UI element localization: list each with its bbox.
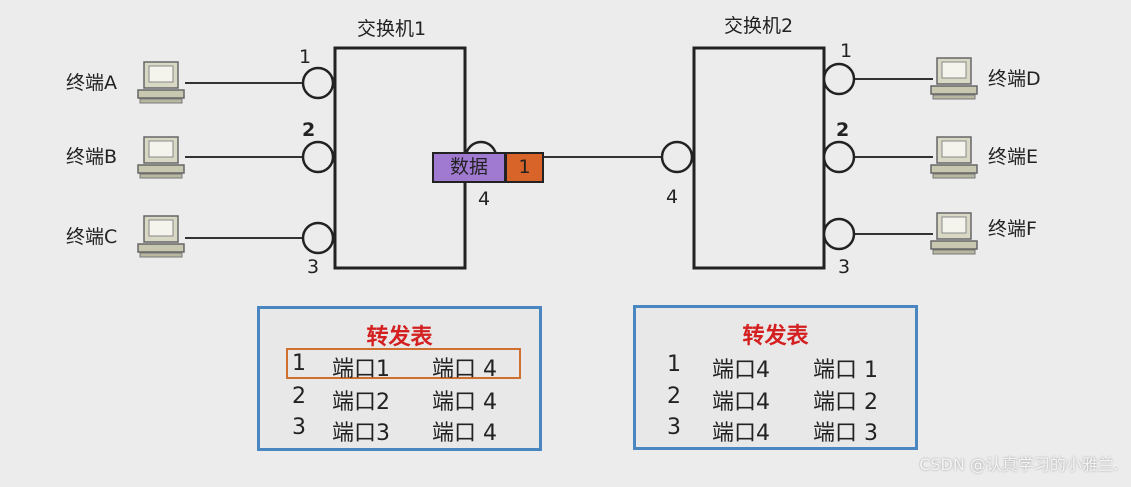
table-cell: 端口2	[332, 390, 390, 415]
switch-1-port-3	[301, 221, 335, 255]
forwarding-table-2: 转发表 1 端口4 端口 1 2 端口4 端口 2 3 端口4 端口 3	[633, 305, 918, 450]
switch-2-port-2	[822, 140, 856, 174]
computer-icon-c	[137, 215, 185, 258]
switch-1-port-2-label: 2	[302, 119, 316, 141]
table-cell: 端口 4	[432, 357, 497, 382]
switch-1-port-3-label: 3	[307, 256, 320, 278]
switch-2-port-4-label: 4	[666, 186, 679, 208]
table-cell: 端口1	[332, 357, 390, 382]
switch-1-port-1	[301, 66, 335, 100]
table-cell: 端口4	[712, 390, 770, 415]
table-cell: 端口 4	[432, 421, 497, 446]
forwarding-table-1-highlight	[286, 348, 521, 379]
terminal-d-label: 终端D	[988, 68, 1041, 90]
forwarding-table-2-title: 转发表	[742, 324, 809, 349]
terminal-f-label: 终端F	[988, 218, 1037, 240]
table-cell: 1	[292, 351, 306, 376]
table-cell: 端口4	[712, 358, 770, 383]
switch-2-title: 交换机2	[724, 15, 794, 37]
terminal-b-label: 终端B	[66, 146, 118, 168]
table-cell: 1	[667, 352, 681, 377]
table-cell: 端口 1	[813, 358, 878, 383]
table-cell: 端口 2	[813, 390, 878, 415]
switch-2-box	[692, 46, 826, 270]
forwarding-table-1-title: 转发表	[366, 325, 433, 350]
computer-icon-e	[930, 136, 978, 179]
switch-2-port-3	[822, 217, 856, 251]
forwarding-table-1: 转发表 1 端口1 端口 4 2 端口2 端口 4 3 端口3 端口 4	[257, 306, 542, 451]
terminal-c-label: 终端C	[66, 226, 118, 248]
table-cell: 3	[667, 415, 681, 440]
table-cell: 端口4	[712, 421, 770, 446]
packet-data-block: 数据	[432, 152, 506, 183]
table-cell: 2	[292, 384, 306, 409]
switch-1-title: 交换机1	[357, 18, 427, 40]
computer-icon-d	[930, 57, 978, 100]
switch-2-port-1	[822, 62, 856, 96]
computer-icon-a	[137, 61, 185, 104]
terminal-a-label: 终端A	[66, 72, 117, 94]
table-cell: 2	[667, 384, 681, 409]
computer-icon-b	[137, 136, 185, 179]
switch-2-port-3-label: 3	[838, 256, 851, 278]
table-cell: 端口3	[332, 421, 390, 446]
switch-2-port-4	[660, 140, 694, 174]
table-cell: 端口 3	[813, 421, 878, 446]
switch-2-port-1-label: 1	[840, 40, 853, 62]
terminal-e-label: 终端E	[988, 146, 1039, 168]
switch-2-port-2-label: 2	[836, 119, 850, 141]
switch-1-port-4-label: 4	[478, 188, 491, 210]
table-cell: 端口 4	[432, 390, 497, 415]
computer-icon-f	[930, 212, 978, 255]
switch-1-port-1-label: 1	[299, 46, 312, 68]
watermark: CSDN @认真学习的小雅兰.	[919, 455, 1119, 474]
packet-port-block: 1	[505, 152, 544, 183]
switch-1-port-2	[301, 140, 335, 174]
table-cell: 3	[292, 415, 306, 440]
